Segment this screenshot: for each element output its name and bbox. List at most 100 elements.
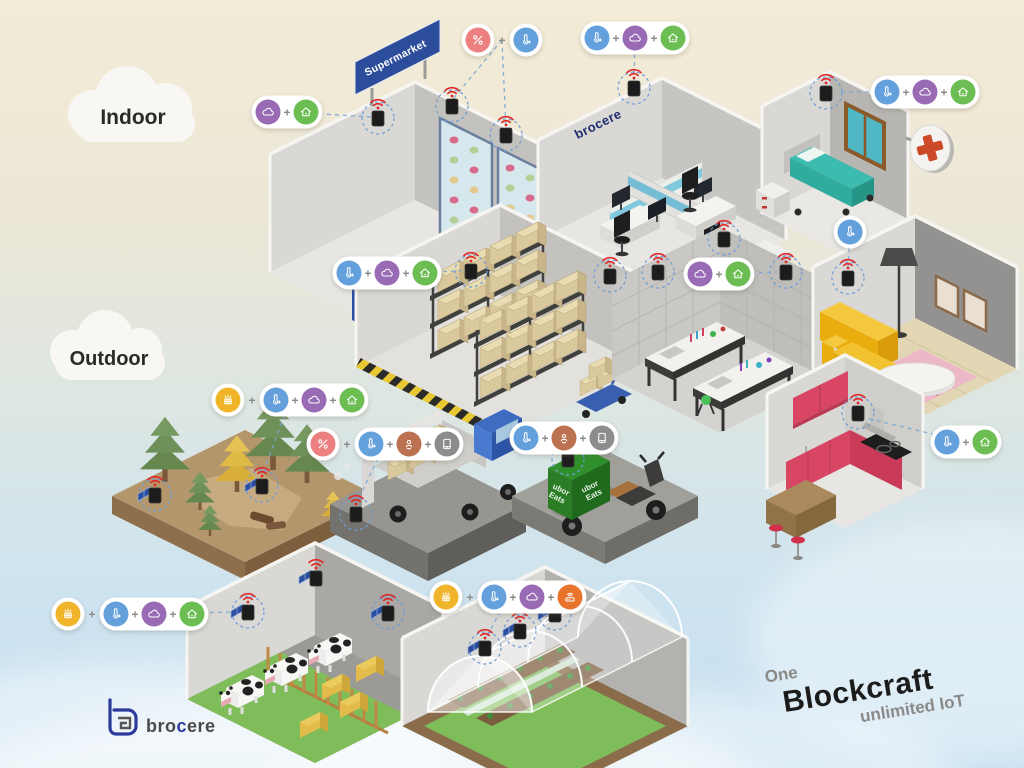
wifi-icon <box>370 98 386 104</box>
wifi-icon <box>246 600 250 604</box>
delivery-scooter: uborEats uborEats <box>548 449 666 536</box>
wifi-icon <box>354 502 358 506</box>
sensor-range-circle <box>641 255 675 289</box>
wifi-icon <box>348 494 364 500</box>
wifi-icon <box>553 602 557 606</box>
wifi-icon <box>480 632 490 637</box>
tripod-flask <box>697 395 715 415</box>
wifi-icon <box>450 94 454 98</box>
wifi-icon <box>818 73 834 79</box>
connector-line <box>847 231 851 269</box>
sensor-body <box>841 270 855 287</box>
iot-sensor <box>537 594 572 631</box>
hospital-window <box>844 100 886 172</box>
iot-sensor <box>339 494 373 531</box>
sensor-body <box>241 604 255 621</box>
connector-line <box>865 417 967 443</box>
wifi-icon <box>308 558 324 564</box>
brocere-logo-mark <box>108 698 138 736</box>
sensor-range-circle <box>617 71 651 105</box>
wifi-icon <box>656 260 660 264</box>
wifi-icon <box>386 601 390 605</box>
iot-sensor <box>502 611 537 648</box>
sensor-range-circle <box>593 259 627 293</box>
wifi-icon <box>781 256 791 261</box>
wifi-icon <box>563 443 573 448</box>
room-warehouse <box>354 203 646 439</box>
scooter-scene: uborEats uborEats <box>512 449 698 564</box>
wifi-icon <box>314 566 318 570</box>
iot-sensor <box>370 593 405 630</box>
wifi-icon <box>856 401 860 405</box>
sensor-body <box>349 506 363 523</box>
sensor-range-circle <box>435 89 469 123</box>
iot-sensor <box>230 592 265 629</box>
wifi-icon <box>515 615 525 620</box>
iot-sensor <box>137 475 172 512</box>
office-chair <box>614 210 630 257</box>
sensor-body <box>651 264 665 281</box>
wifi-icon <box>469 259 473 263</box>
wifi-icon <box>477 628 493 634</box>
storage-rack <box>474 270 587 407</box>
sensor-range-circle <box>769 255 803 289</box>
sensor-body <box>464 263 478 280</box>
wifi-icon <box>311 562 321 567</box>
bar-stool <box>791 536 805 560</box>
wifi-icon <box>447 90 457 95</box>
wifi-icon <box>653 256 663 261</box>
wifi-icon <box>254 466 270 472</box>
wifi-icon <box>463 251 479 257</box>
wifi-icon <box>150 479 160 484</box>
wifi-icon <box>243 596 253 601</box>
sensor-range-circle <box>454 254 488 288</box>
wifi-icon <box>824 81 828 85</box>
wifi-icon <box>853 397 863 402</box>
hazard-stripe <box>356 358 505 439</box>
sensor-range-circle <box>707 222 741 256</box>
sensor-body <box>148 487 162 504</box>
bedside-drawers <box>756 182 790 218</box>
wifi-icon <box>518 619 522 623</box>
picture-frame <box>934 273 988 334</box>
truck-cab <box>474 409 522 461</box>
sensor-range-circle <box>361 101 395 135</box>
lab-bench <box>645 322 745 401</box>
wifi-icon <box>843 262 853 267</box>
sensor-body <box>381 605 395 622</box>
iot-sensor <box>641 252 675 289</box>
logs <box>250 511 287 530</box>
delivery-box: uborEats uborEats <box>548 449 610 520</box>
wifi-icon <box>483 636 487 640</box>
connector-line <box>501 39 507 130</box>
wifi-icon <box>605 260 615 265</box>
iot-sensor <box>298 558 324 587</box>
kitchen-counter <box>786 430 916 496</box>
wifi-icon <box>722 227 726 231</box>
office-chair <box>682 166 698 213</box>
plant-beds <box>448 644 604 726</box>
kitchen-island <box>766 480 836 538</box>
connector-line <box>129 611 241 615</box>
connector-line <box>355 443 386 505</box>
sensor-range-circle <box>831 261 865 295</box>
wifi-icon <box>498 115 514 121</box>
cooktop <box>860 434 912 460</box>
sensor-body <box>779 264 793 281</box>
wifi-icon <box>784 260 788 264</box>
outdoor-label-cloud: Outdoor <box>50 310 165 380</box>
sensor-body <box>603 268 617 285</box>
hospital-cross-sign <box>905 124 954 173</box>
iot-sensor <box>769 252 803 289</box>
sensor-body <box>851 405 865 422</box>
wifi-icon <box>260 474 264 478</box>
sensor-range-circle <box>809 76 843 110</box>
wifi-icon <box>501 119 511 124</box>
wifi-icon <box>719 223 729 228</box>
connector-line <box>718 271 778 275</box>
wifi-icon <box>240 592 256 598</box>
connector-line <box>386 270 463 274</box>
iot-sensor <box>617 68 651 105</box>
wifi-icon <box>257 470 267 475</box>
